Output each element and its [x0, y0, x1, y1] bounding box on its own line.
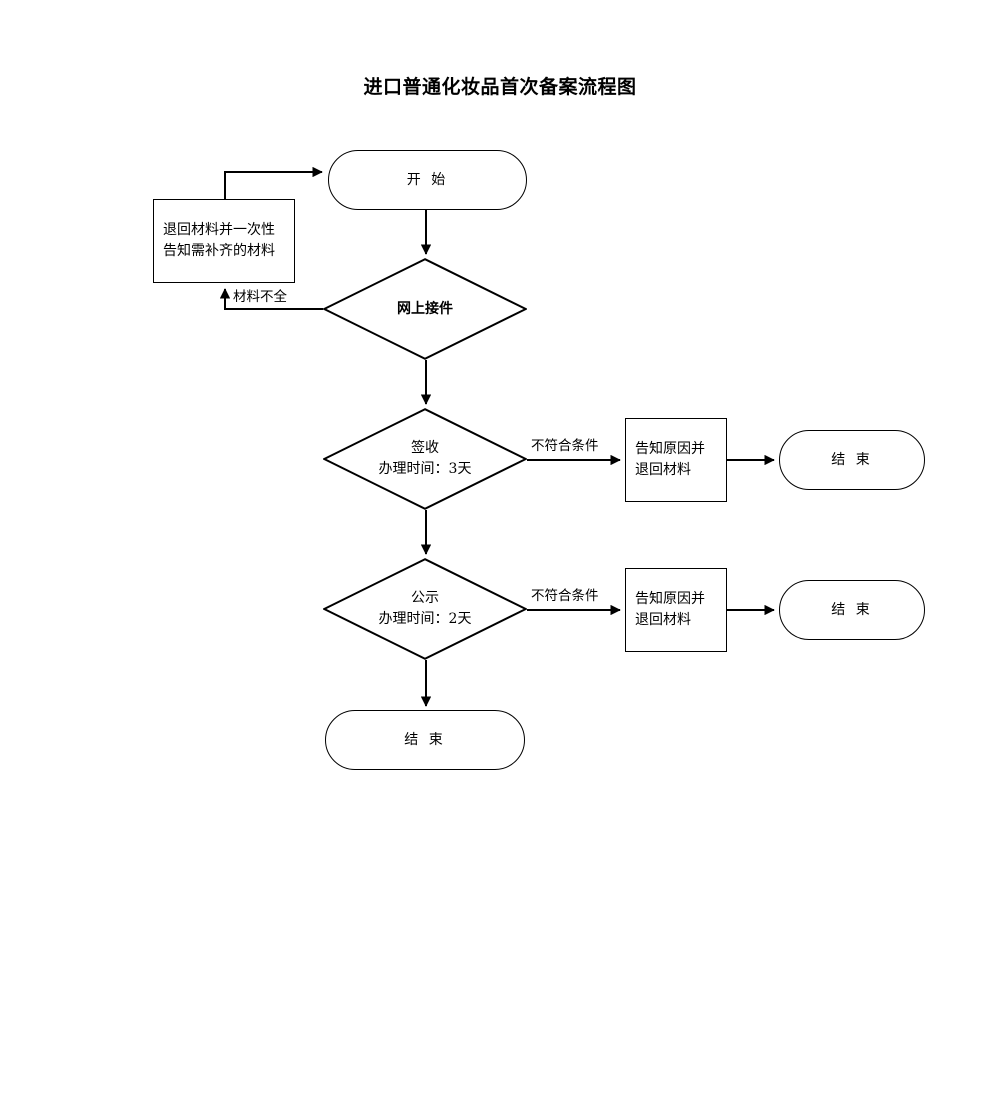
- node-start-label: 开 始: [406, 171, 449, 188]
- node-notify-reject-2-label: 告知原因并 退回材料: [635, 591, 705, 628]
- node-notify-reject-1-label: 告知原因并 退回材料: [635, 441, 705, 478]
- node-end-2-label: 结 束: [831, 601, 873, 618]
- node-end-1[interactable]: 结 束: [779, 430, 925, 490]
- edge-label-not-meeting-conditions-1: 不符合条件: [530, 437, 600, 455]
- node-start[interactable]: 开 始: [328, 150, 527, 210]
- node-end-2[interactable]: 结 束: [779, 580, 925, 640]
- edge-label-not-meeting-conditions-2: 不符合条件: [530, 587, 600, 605]
- node-return-materials[interactable]: 退回材料并一次性 告知需补齐的材料: [153, 199, 295, 283]
- edge-label-incomplete-materials: 材料不全: [232, 288, 288, 306]
- edge-return-materials-to-start: [224, 166, 323, 199]
- node-publicity[interactable]: 公示 办理时间：2天: [323, 558, 527, 660]
- node-end-3[interactable]: 结 束: [325, 710, 525, 770]
- node-notify-reject-2[interactable]: 告知原因并 退回材料: [625, 568, 727, 652]
- node-notify-reject-1[interactable]: 告知原因并 退回材料: [625, 418, 727, 502]
- node-end-1-label: 结 束: [831, 451, 873, 468]
- node-return-materials-label: 退回材料并一次性 告知需补齐的材料: [163, 222, 275, 259]
- node-signoff[interactable]: 签收 办理时间：3天: [323, 408, 527, 510]
- node-online-intake[interactable]: 网上接件: [323, 258, 527, 360]
- page-title: 进口普通化妆品首次备案流程图: [363, 76, 637, 98]
- node-end-3-label: 结 束: [404, 731, 446, 748]
